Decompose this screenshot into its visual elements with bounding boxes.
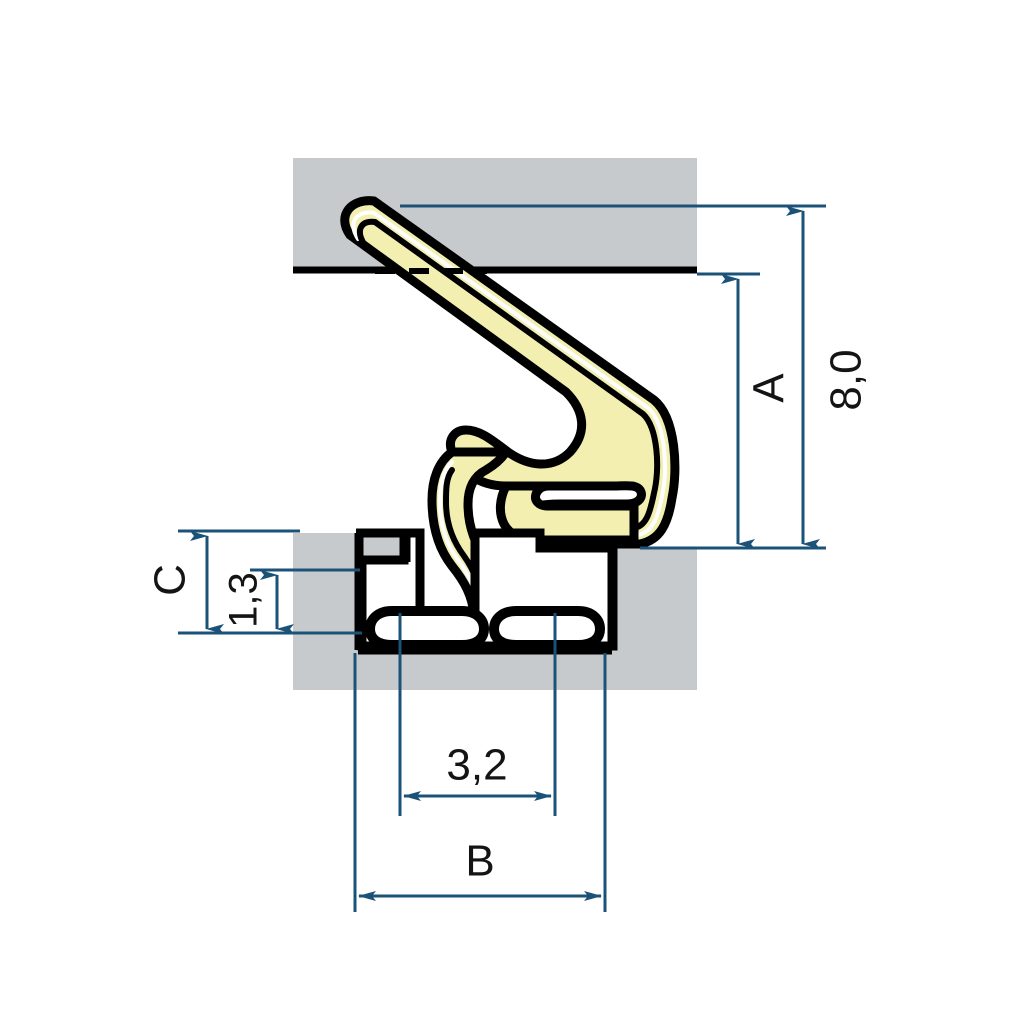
base-cavity-right	[489, 606, 605, 650]
dimension-group	[178, 204, 826, 912]
base-top-shoulder-left	[356, 528, 411, 562]
dim-label-b: B	[465, 837, 494, 886]
seal-inner-relief-line	[351, 210, 668, 537]
dim-label-1-3: 1,3	[222, 572, 266, 628]
seal-hook-right-limb	[495, 481, 639, 545]
dim-label-8-0: 8,0	[822, 349, 871, 410]
dim-label-3-2: 3,2	[446, 741, 507, 790]
carrier-base-profile	[354, 528, 618, 655]
seal-inner-outline	[357, 218, 661, 531]
dimension-labels: 8,0 A C 1,3 3,2 B	[146, 349, 871, 885]
dim-label-a: A	[745, 373, 794, 403]
base-cavity-left	[365, 606, 489, 650]
dim-label-c: C	[146, 564, 195, 596]
